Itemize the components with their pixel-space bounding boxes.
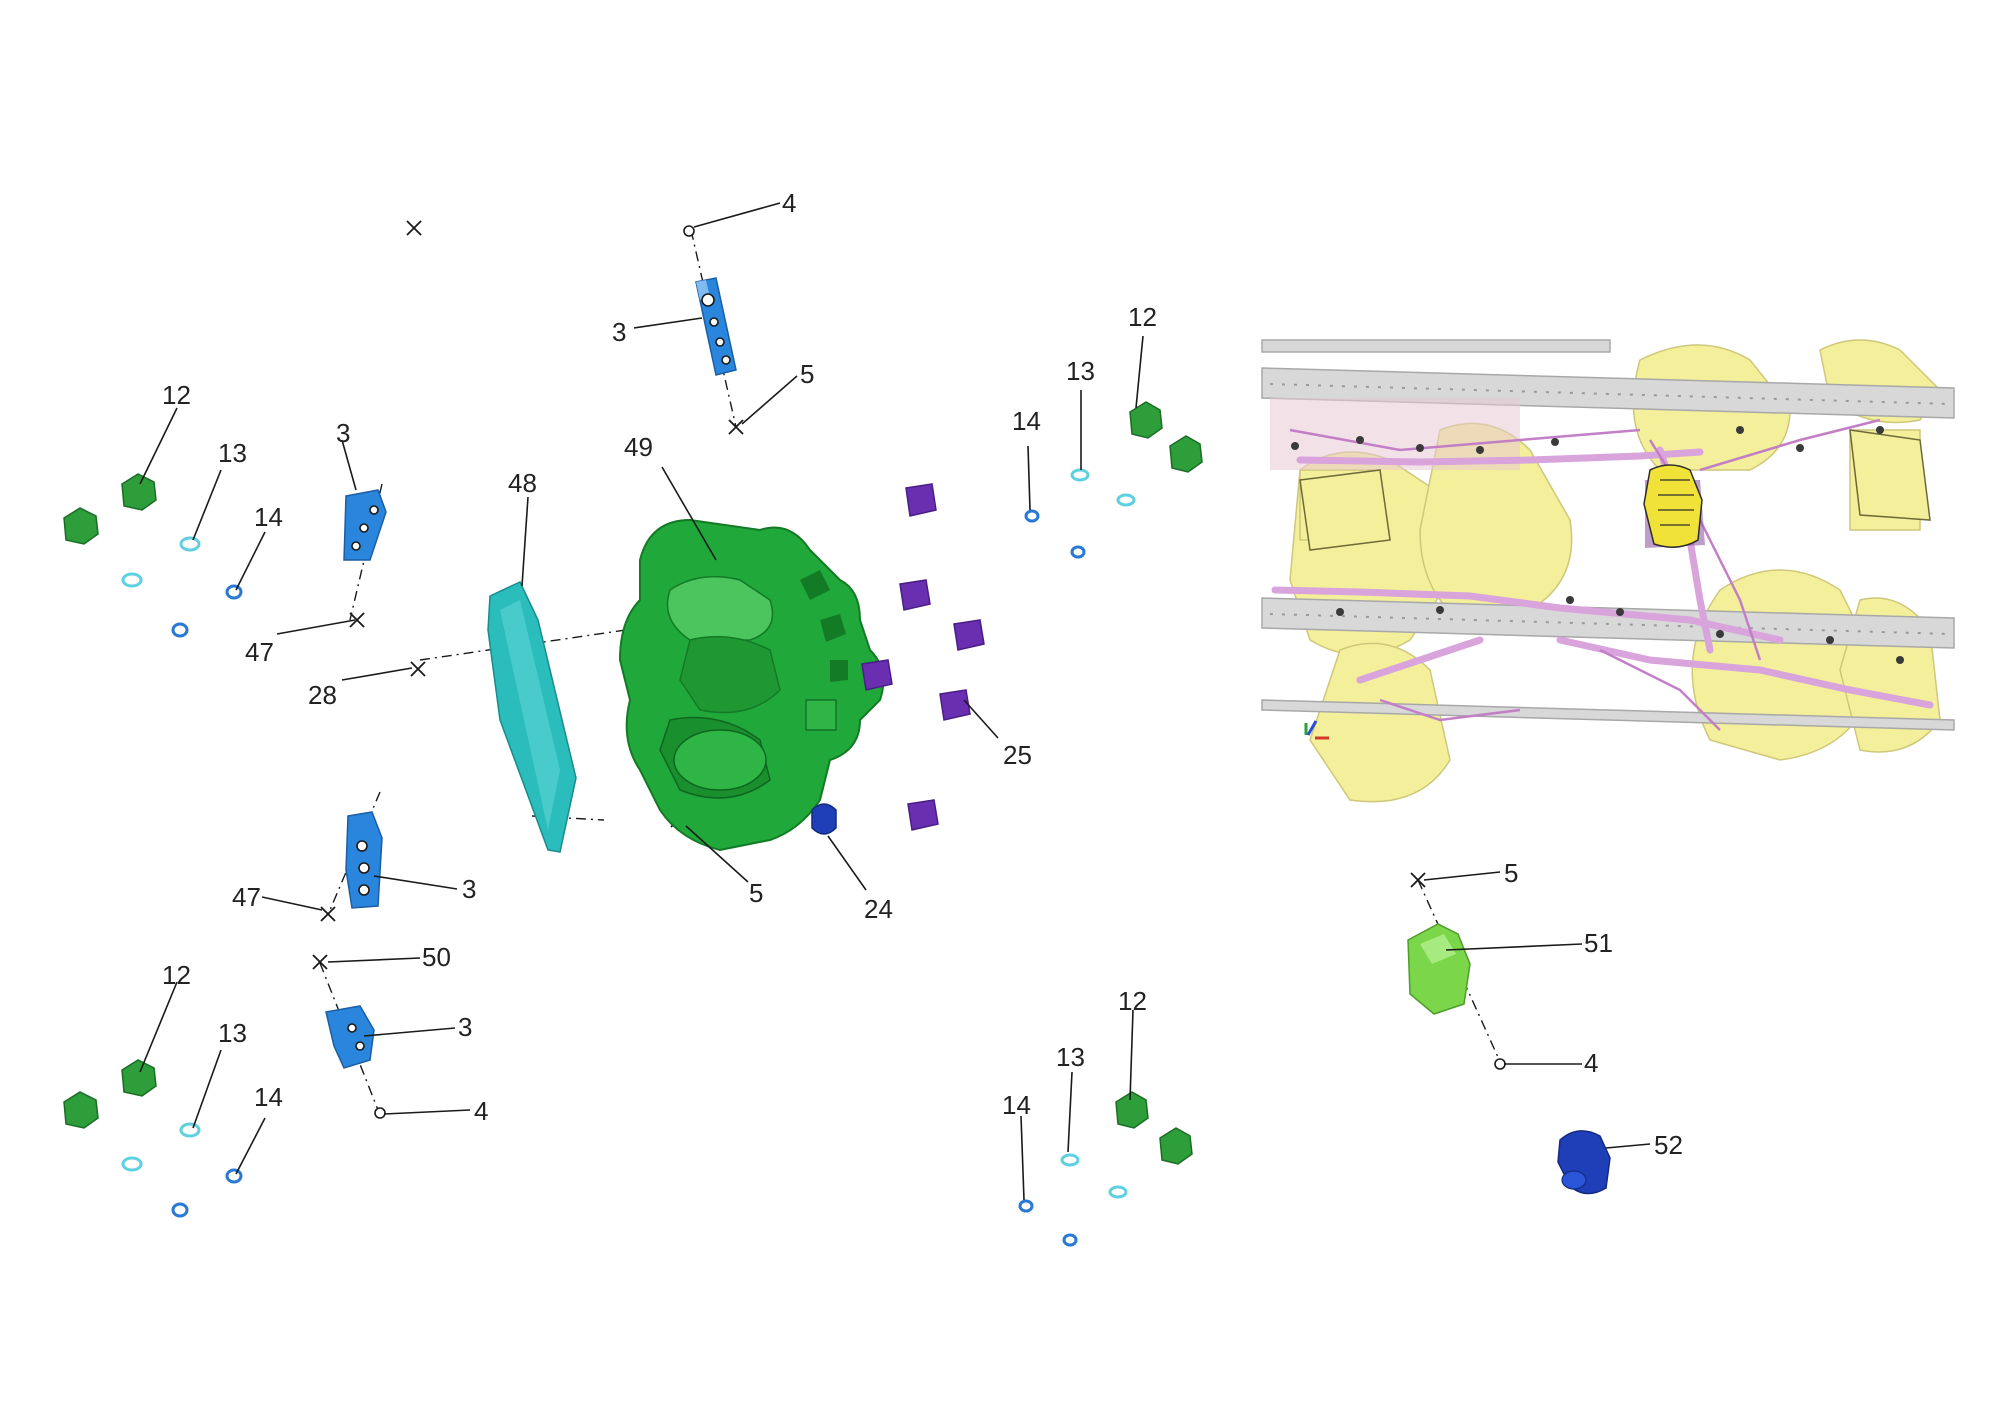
callout-13: 13 <box>218 1018 247 1048</box>
callout-51: 51 <box>1584 928 1613 958</box>
callout-12: 12 <box>162 960 191 990</box>
callout-14: 14 <box>1002 1090 1031 1120</box>
callout-labels: 4 3 5 12 13 14 3 47 48 49 28 13 12 14 25… <box>162 188 1683 1160</box>
callout-14: 14 <box>254 502 283 532</box>
x-mark-icon <box>320 906 336 922</box>
callout-3: 3 <box>462 874 476 904</box>
x-mark-icon <box>728 419 744 435</box>
callout-52: 52 <box>1654 1130 1683 1160</box>
plug-part <box>811 803 837 835</box>
callout-47: 47 <box>245 637 274 667</box>
callout-5: 5 <box>1504 858 1518 888</box>
bracket-part <box>345 811 383 909</box>
leader-lines <box>139 202 1651 1201</box>
grommet-parts <box>861 483 985 831</box>
callout-4: 4 <box>474 1096 488 1126</box>
callout-5: 5 <box>749 878 763 908</box>
bracket-part <box>325 1005 375 1069</box>
callout-14: 14 <box>1012 406 1041 436</box>
callout-4: 4 <box>782 188 796 218</box>
circle-mark-icon <box>683 225 695 237</box>
x-mark-icon <box>1410 872 1426 888</box>
inset-axis-triad <box>1304 720 1329 740</box>
circle-mark-icon <box>1494 1058 1506 1070</box>
seal-ring-parts <box>121 468 1136 1247</box>
cap-parts <box>63 401 1203 1165</box>
callout-5: 5 <box>800 359 814 389</box>
callout-13: 13 <box>1066 356 1095 386</box>
cover-part <box>1407 923 1471 1015</box>
callout-24: 24 <box>864 894 893 924</box>
callout-3: 3 <box>612 317 626 347</box>
callout-12: 12 <box>1118 986 1147 1016</box>
x-mark-icon <box>312 954 328 970</box>
callout-13: 13 <box>218 438 247 468</box>
callout-47: 47 <box>232 882 261 912</box>
x-mark-icon <box>406 220 422 236</box>
callout-3: 3 <box>458 1012 472 1042</box>
callout-28: 28 <box>308 680 337 710</box>
inset-highlighted-valve <box>1643 464 1705 548</box>
callout-4: 4 <box>1584 1048 1598 1078</box>
callout-25: 25 <box>1003 740 1032 770</box>
callout-13: 13 <box>1056 1042 1085 1072</box>
circle-mark-icon <box>374 1107 386 1119</box>
connector-part <box>1557 1130 1611 1195</box>
valve-unit-part <box>618 518 885 852</box>
callout-48: 48 <box>508 468 537 498</box>
vehicle-location-inset <box>1261 339 1955 812</box>
mounting-plate-part <box>487 581 577 853</box>
callout-12: 12 <box>1128 302 1157 332</box>
x-mark-icon <box>410 661 426 677</box>
callout-49: 49 <box>624 432 653 462</box>
bracket-part <box>695 277 737 376</box>
x-mark-icon <box>349 612 365 628</box>
callout-3: 3 <box>336 418 350 448</box>
callout-12: 12 <box>162 380 191 410</box>
callout-14: 14 <box>254 1082 283 1112</box>
bracket-part <box>343 489 387 561</box>
callout-50: 50 <box>422 942 451 972</box>
